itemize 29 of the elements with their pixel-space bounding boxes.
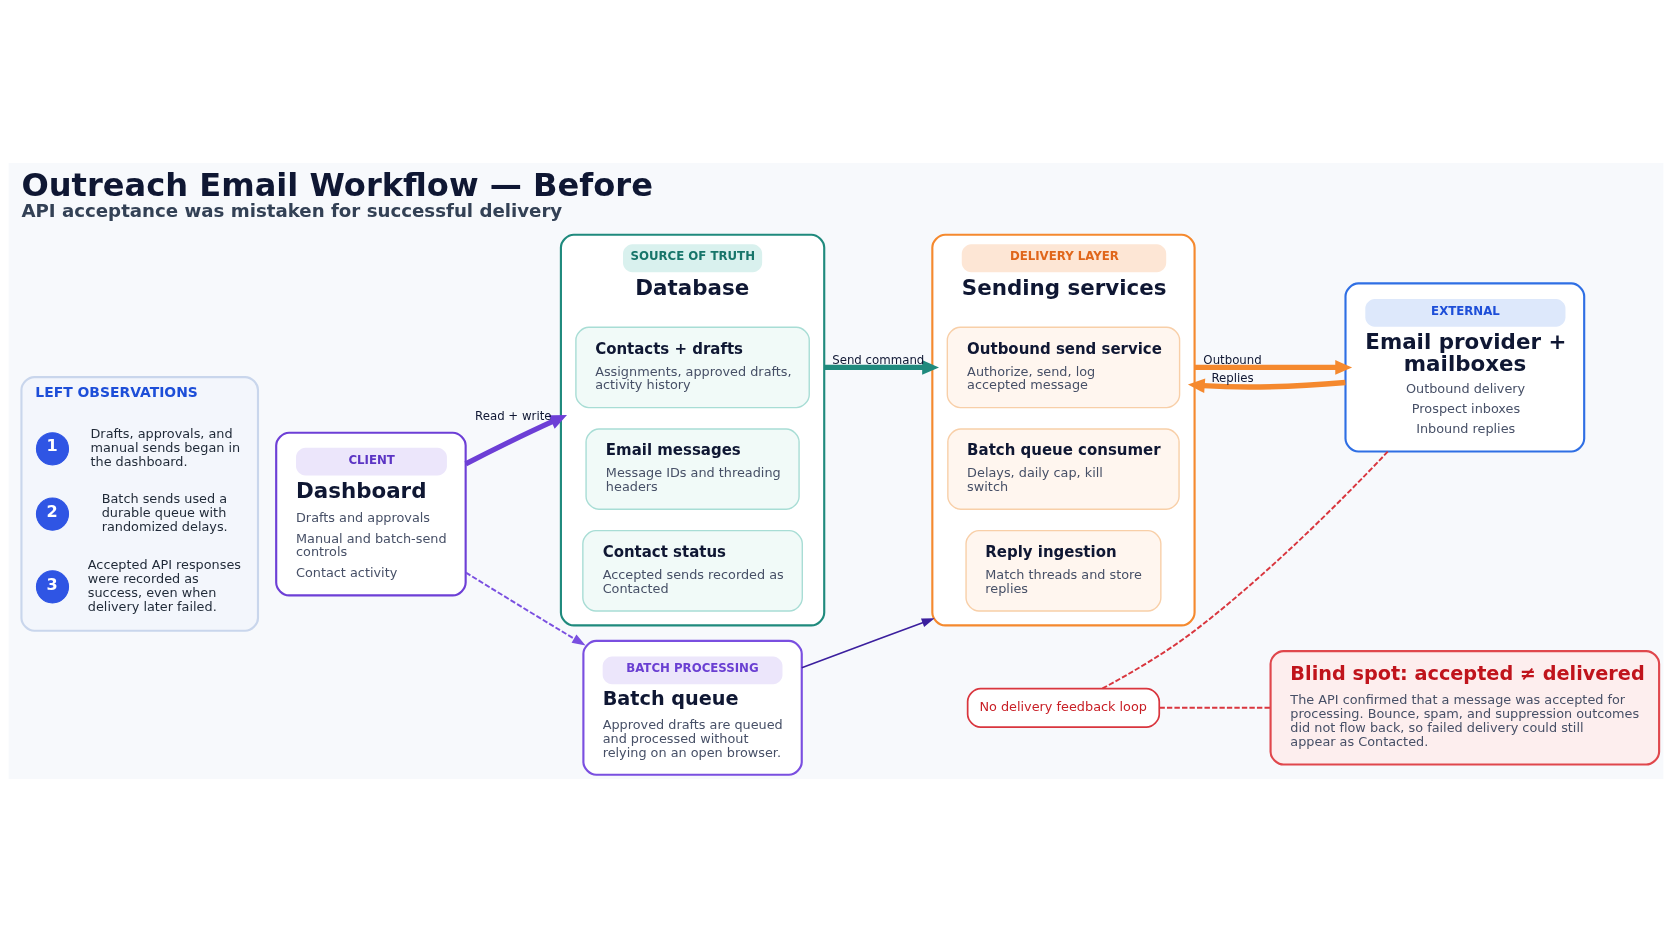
node-box: CLIENT Dashboard Drafts and approvals Manual and batch-send controls Contact activity: [275, 431, 467, 596]
arrow: [1194, 359, 1353, 375]
node-circle: 1: [35, 431, 70, 465]
arrow: [464, 414, 567, 466]
node-box: Email messages Message IDs and threading headers: [585, 427, 800, 510]
edge-label: Send command: [832, 352, 925, 367]
node-circle: 3: [35, 569, 70, 603]
node-box: Reply ingestion Match threads and store replies: [965, 529, 1162, 612]
arrow: [464, 571, 586, 646]
node-box: Blind spot: accepted ≠ delivered The API confirmed that a message was accepted for processing. Bounce, spam, and suppression outcomes did not flow back, so failed delivery could still appear as Contacted.: [1269, 649, 1661, 766]
node-box: Contacts + drafts Assignments, approved drafts, activity history: [575, 326, 810, 408]
node-box: EXTERNAL Email provider + mailboxes Outbound delivery Prospect inboxes Inbound replies: [1344, 281, 1586, 453]
node-label: Accepted API responses were recorded as success, even when delivery later failed.: [87, 556, 241, 614]
arrow: [800, 617, 935, 668]
node-label: Batch sends used a durable queue with randomized delays.: [101, 490, 228, 534]
arrow: [1187, 377, 1346, 393]
node-box: Batch queue consumer Delays, daily cap, kill switch: [947, 427, 1180, 510]
node-label: Drafts, approvals, and manual sends began in the dashboard.: [90, 425, 241, 469]
node-circle: 2: [35, 497, 70, 531]
edge-label: Outbound: [1203, 352, 1262, 367]
edge-label: Replies: [1211, 370, 1254, 385]
connector: [1101, 450, 1389, 689]
node-box: Contact status Accepted sends recorded as Contacted: [582, 529, 803, 612]
connector: [1158, 706, 1272, 709]
node-box: Outbound send service Authorize, send, log accepted message: [946, 326, 1181, 408]
arrow: [824, 359, 939, 375]
edge-label: Read + write: [475, 408, 552, 423]
node-box: BATCH PROCESSING Batch queue Approved drafts are queued and processed without relying on an open browser.: [582, 639, 803, 776]
node-box: No delivery feedback loop: [966, 687, 1161, 728]
